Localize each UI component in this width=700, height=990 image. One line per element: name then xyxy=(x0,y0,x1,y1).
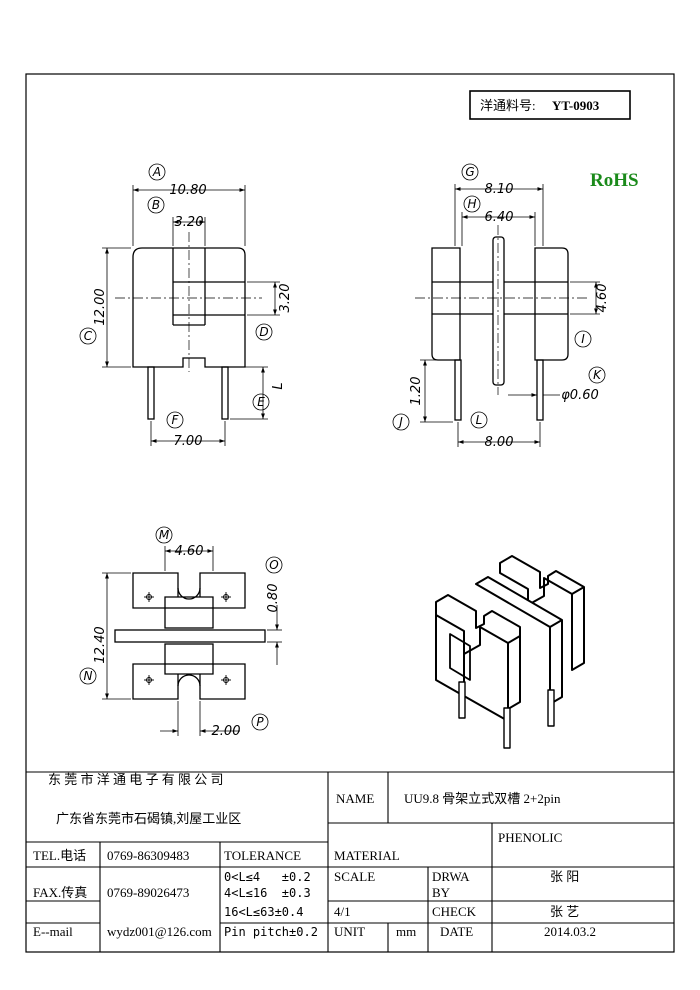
dim-label-b: B xyxy=(152,198,160,212)
tel-value: 0769-86309483 xyxy=(107,848,189,863)
unit-value: mm xyxy=(396,924,416,939)
tolerance-label: TOLERANCE xyxy=(224,848,301,863)
company-name: 东 莞 市 洋 通 电 子 有 限 公 司 xyxy=(48,772,224,787)
tolerance-row-1: 0<L≤4 ±0.2 xyxy=(224,870,311,884)
dim-value-j: 1.20 xyxy=(409,377,424,406)
dim-label-g: G xyxy=(465,165,474,179)
material-label: MATERIAL xyxy=(334,848,400,863)
sheet-border xyxy=(25,73,675,953)
dim-label-i: I xyxy=(581,332,585,346)
bottom-view xyxy=(114,572,266,700)
email-label: E--mail xyxy=(33,924,73,939)
dim-label-h: H xyxy=(467,197,476,211)
tolerance-row-3: 16<L≤63±0.4 xyxy=(224,905,303,919)
dim-label-p: P xyxy=(256,715,264,729)
fax-value: 0769-89026473 xyxy=(107,885,189,900)
drawn-by: 张 阳 xyxy=(550,869,579,884)
dim-label-c: C xyxy=(84,329,93,343)
scale-label: SCALE xyxy=(334,869,375,884)
check-label: CHECK xyxy=(432,904,477,919)
dim-value-c: 12.00 xyxy=(93,288,108,325)
dim-value-h: 6.40 xyxy=(485,210,514,225)
dim-value-b: 3.20 xyxy=(175,215,204,230)
drawn-by-label-2: BY xyxy=(432,885,451,900)
checked-by: 张 艺 xyxy=(550,904,579,919)
tolerance-row-4: Pin pitch±0.2 xyxy=(224,925,318,939)
front-view xyxy=(115,232,262,420)
part-number-label: 洋通料号: xyxy=(480,98,536,113)
bottom-view-pins xyxy=(144,592,231,685)
dim-value-n: 12.40 xyxy=(93,626,108,663)
dim-value-i: 4.60 xyxy=(595,284,610,313)
dim-value-k: φ0.60 xyxy=(561,388,599,403)
scale-value: 4/1 xyxy=(334,904,351,919)
part-number: YT-0903 xyxy=(552,98,600,113)
tel-label: TEL.电话 xyxy=(33,848,86,863)
fax-label: FAX.传真 xyxy=(33,885,87,900)
dim-value-d: 3.20 xyxy=(278,284,293,313)
name-label: NAME xyxy=(336,791,374,806)
dim-value-a: 10.80 xyxy=(169,183,206,198)
front-view-dimensions xyxy=(79,163,280,446)
dim-label-f: F xyxy=(172,413,180,427)
side-view-dimensions xyxy=(392,163,606,447)
dim-label-d: D xyxy=(259,325,268,339)
dim-label-a: A xyxy=(152,165,161,179)
material-value: PHENOLIC xyxy=(498,830,562,845)
dim-value-m: 4.60 xyxy=(175,544,204,559)
title-block-grid xyxy=(26,771,674,952)
email-value: wydz001@126.com xyxy=(107,924,212,939)
dim-value-e: L xyxy=(271,382,286,389)
tolerance-row-2: 4<L≤16 ±0.3 xyxy=(224,886,311,900)
dim-label-m: M xyxy=(159,528,170,542)
part-name: UU9.8 骨架立式双槽 2+2pin xyxy=(404,791,561,806)
dim-label-e: E xyxy=(257,395,265,409)
side-view xyxy=(415,225,590,421)
dim-label-j: J xyxy=(397,415,403,429)
dim-label-n: N xyxy=(84,669,93,683)
dim-value-p: 2.00 xyxy=(212,724,241,739)
dim-label-o: O xyxy=(269,558,278,572)
date-label: DATE xyxy=(440,924,473,939)
company-address: 广东省东莞市石碣镇,刘屋工业区 xyxy=(56,811,241,826)
isometric-view xyxy=(435,555,585,749)
dim-value-l: 8.00 xyxy=(485,435,514,450)
dim-value-g: 8.10 xyxy=(485,182,514,197)
unit-label: UNIT xyxy=(334,924,365,939)
dim-label-k: K xyxy=(593,368,602,382)
dim-label-l: L xyxy=(476,413,483,427)
drawn-label: DRWA xyxy=(432,869,470,884)
part-number-box xyxy=(469,90,631,120)
date-value: 2014.03.2 xyxy=(544,924,596,939)
dim-value-o: 0.80 xyxy=(266,584,281,613)
rohs-mark: RoHS xyxy=(590,170,639,191)
bottom-view-dimensions xyxy=(79,526,283,736)
dim-value-f: 7.00 xyxy=(174,434,203,449)
